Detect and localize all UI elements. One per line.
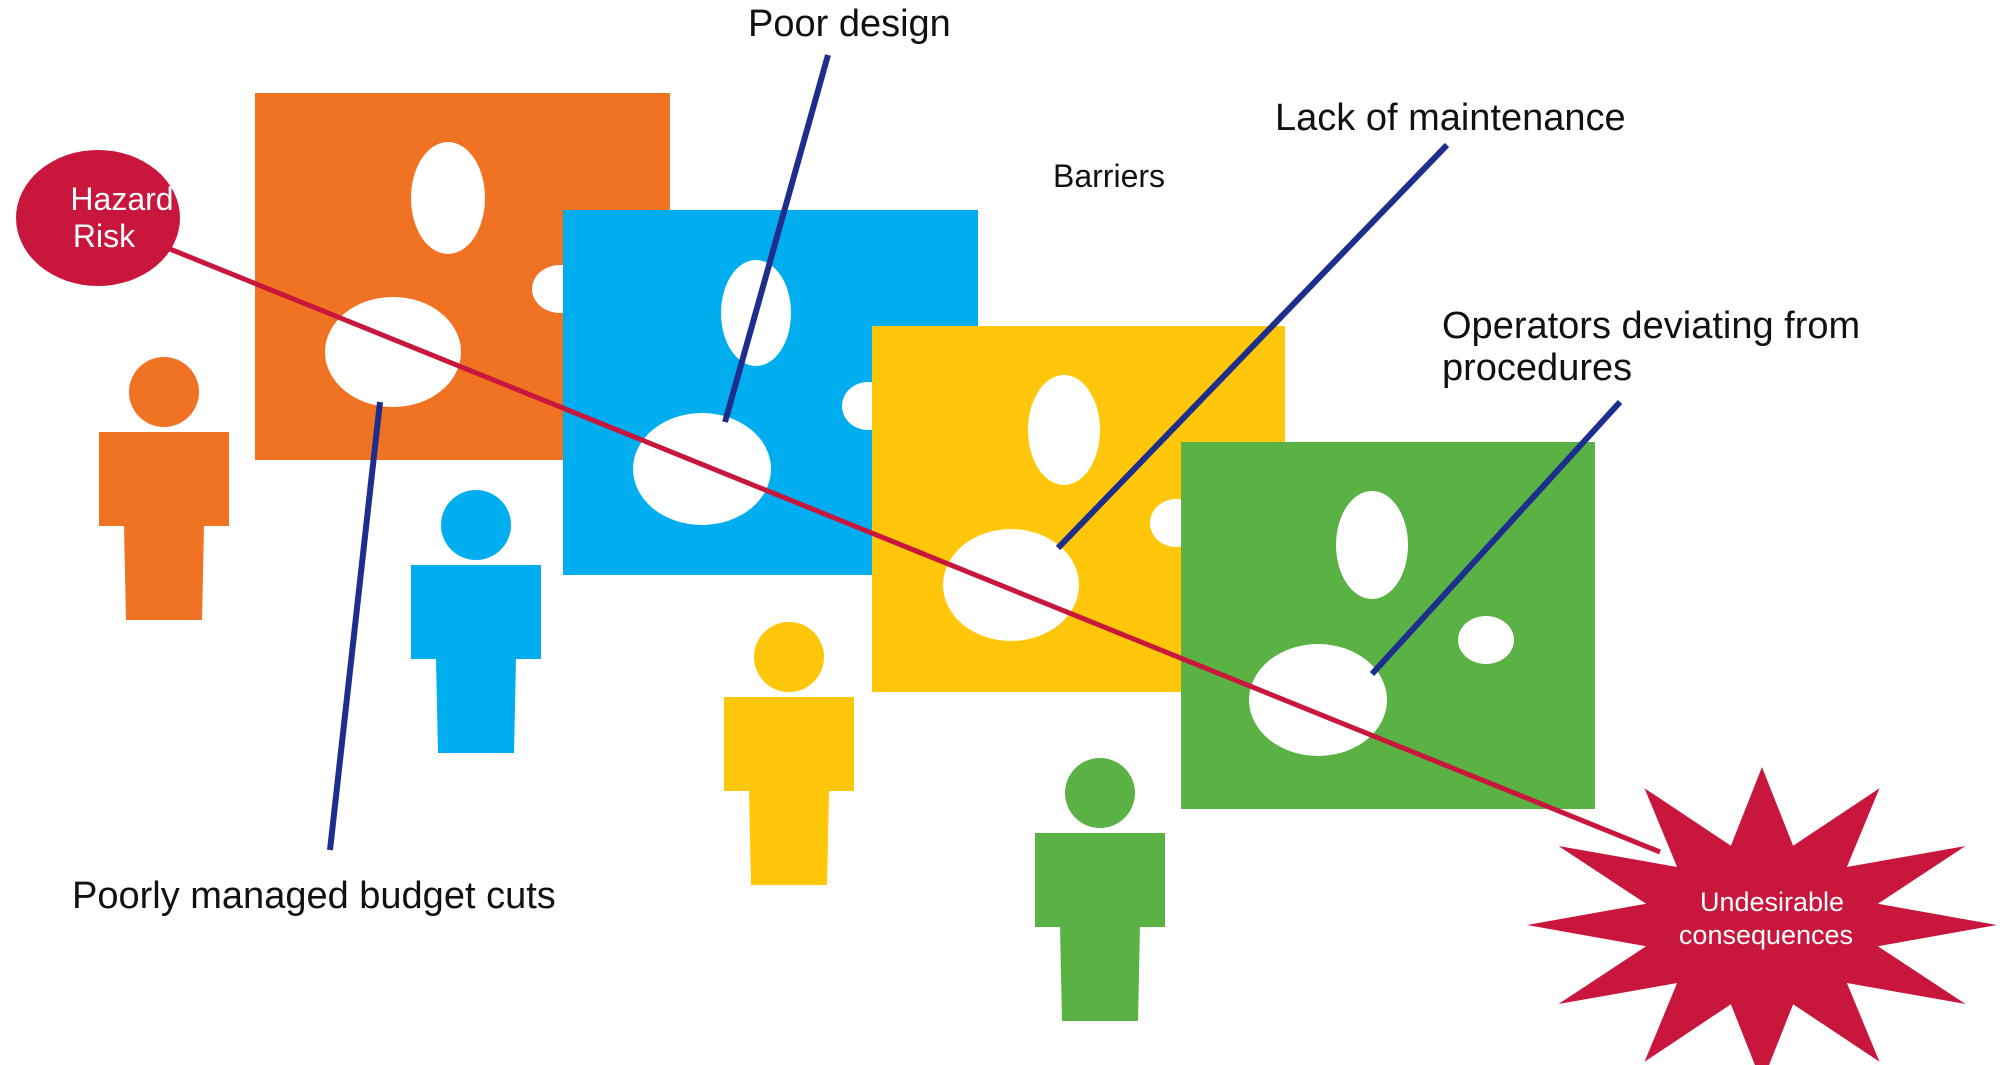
slice-orange-hole-main <box>325 297 461 407</box>
pointer-line-budget <box>327 401 383 851</box>
hazard-label-line2: Risk <box>73 218 136 254</box>
label-poor-design: Poor design <box>748 3 951 45</box>
pointer-line-maintenance <box>1055 142 1450 551</box>
person-icon <box>411 490 541 753</box>
starburst-icon: Undesirable consequences <box>1527 767 1997 1065</box>
consequence-label-line1: Undesirable <box>1700 887 1844 917</box>
consequence-label-line2: consequences <box>1679 920 1853 950</box>
person-icon <box>1035 758 1165 1021</box>
pointer-line-poor-design <box>722 54 831 423</box>
label-barriers: Barriers <box>1053 158 1165 194</box>
slice-yellow-hole-main <box>943 529 1079 641</box>
person-icon <box>724 622 854 885</box>
slice-green-hole-small <box>1458 616 1514 664</box>
hazard-circle-icon: Hazard Risk <box>16 150 180 286</box>
slice-yellow-hole-top <box>1028 375 1100 485</box>
label-operators-line1: Operators deviating from <box>1442 305 1860 347</box>
slice-orange-hole-top <box>411 142 485 254</box>
label-operators-line2: procedures <box>1442 347 1632 389</box>
label-budget-cuts: Poorly managed budget cuts <box>72 875 556 917</box>
slice-blue-hole-main <box>633 413 771 525</box>
hazard-label-line1: Hazard <box>70 181 173 217</box>
hazard-trajectory-line <box>159 242 1661 855</box>
person-icon <box>99 357 229 620</box>
slice-green-hole-main <box>1249 644 1387 756</box>
slice-green-hole-top <box>1336 491 1408 599</box>
label-lack-of-maintenance: Lack of maintenance <box>1275 97 1626 139</box>
pointer-line-operators <box>1369 399 1623 677</box>
